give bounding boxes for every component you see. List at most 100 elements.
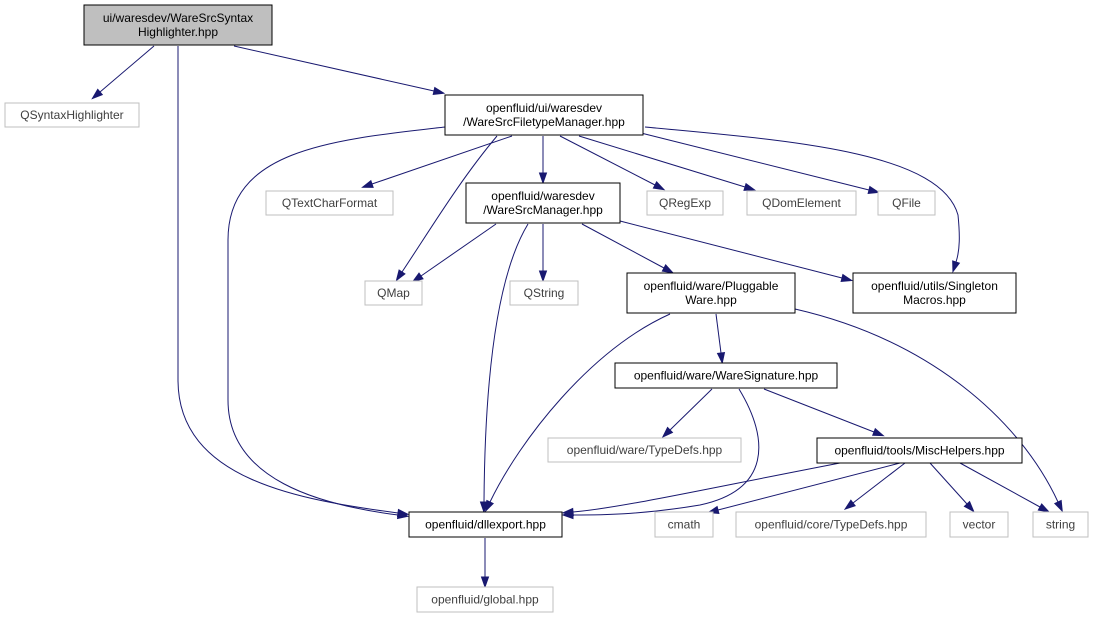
node-qdom: QDomElement [746,190,857,216]
edge-arrowhead [843,499,856,511]
node-label: QMap [377,286,410,300]
node-label: QDomElement [762,196,841,210]
edge-line [401,135,498,273]
node-box [364,280,423,306]
node-box [746,190,857,216]
node-qtextchar: QTextCharFormat [265,190,394,216]
node-box [877,190,936,216]
edge-line [578,135,746,188]
edge-line [644,126,960,263]
edge-arrowhead [963,500,975,513]
edge-line [929,462,968,505]
node-label: openfluid/ware/TypeDefs.hpp [567,443,723,457]
edge-pluggable-to-string [794,308,1063,513]
edge-arrowhead [411,272,424,283]
node-qsyntax: QSyntaxHighlighter [4,102,140,128]
edge-arrowhead [952,260,961,273]
node-label: QTextCharFormat [282,196,378,210]
edge-line [581,223,665,269]
edge-arrowhead [91,88,104,100]
edge-line [572,388,760,516]
node-label: openfluid/ware/WareSignature.hpp [634,369,819,383]
node-box [735,511,927,538]
node-label: QRegExp [659,196,711,210]
node-box [265,190,394,216]
edge-line [794,308,1059,503]
edge-mischelpers-to-vector [929,462,975,513]
edge-line [572,462,841,513]
node-signature[interactable]: openfluid/ware/WareSignature.hpp [614,362,838,389]
node-label: openfluid/tools/MiscHelpers.hpp [834,444,1004,458]
edge-line [420,223,497,277]
edge-line [959,462,1041,508]
node-box [949,511,1009,538]
edge-arrowhead [538,270,548,283]
node-label: Highlighter.hpp [138,25,218,39]
edge-line [177,46,399,514]
node-box [1032,511,1089,538]
edge-srcmgr-to-dllexport [479,223,529,514]
edge-line [763,388,875,433]
node-box [509,280,579,306]
edge-line [619,220,843,279]
edge-arrowhead [432,86,446,95]
node-label: openfluid/core/TypeDefs.hpp [755,518,908,532]
edge-arrowhead [867,185,881,194]
edge-arrowhead [840,273,854,282]
edge-line [715,313,722,354]
edge-line [227,126,446,516]
node-global: openfluid/global.hpp [416,586,554,613]
edge-mischelpers-to-coretypedefs [843,462,906,511]
edge-arrowhead [561,507,574,517]
node-label: /WareSrcFiletypeManager.hpp [463,115,625,129]
edge-line [636,131,870,191]
node-waretypedefs: openfluid/ware/TypeDefs.hpp [547,437,742,463]
node-label: Ware.hpp [685,293,737,307]
edge-arrowhead [480,576,490,589]
node-string: string [1032,511,1089,538]
node-box [465,182,621,224]
node-label: QString [524,286,565,300]
node-cmath: cmath [654,511,714,538]
node-label: openfluid/dllexport.hpp [425,518,546,532]
edge-line [717,462,901,511]
edge-srcmgr-to-singleton [619,220,854,282]
edge-arrowhead [396,510,410,520]
node-box [852,272,1017,314]
node-box [816,437,1023,464]
node-label: openfluid/ware/Pluggable [644,279,779,293]
node-ftmgr[interactable]: openfluid/ui/waresdev/WareSrcFiletypeMan… [444,94,644,136]
edge-arrowhead [872,427,885,437]
edge-ftmgr-to-dllexport [227,126,446,520]
node-label: vector [963,518,996,532]
node-label: ui/waresdev/WareSrcSyntax [103,11,253,25]
node-box [646,190,724,216]
node-label: /WareSrcManager.hpp [483,203,603,217]
edge-arrowhead [484,499,495,513]
node-mischelpers[interactable]: openfluid/tools/MiscHelpers.hpp [816,437,1023,464]
edge-ftmgr-to-qmap [395,135,498,282]
node-label: openfluid/global.hpp [431,593,539,607]
edge-arrowhead [743,182,757,191]
edge-arrowhead [716,351,726,365]
node-qfile: QFile [877,190,936,216]
edge-line [371,135,513,185]
node-dllexport[interactable]: openfluid/dllexport.hpp [408,511,563,538]
node-box [654,511,714,538]
edge-arrowhead [361,179,374,188]
edge-root-to-ftmgr [233,45,446,95]
node-label: openfluid/ui/waresdev [486,101,602,115]
edge-line [483,223,529,503]
edge-srcmgr-to-pluggable [581,223,675,274]
edge-arrowhead [1037,503,1051,513]
edge-srcmgr-to-qmap [411,223,497,283]
graph-nodes: ui/waresdev/WareSrcSyntaxHighlighter.hpp… [4,4,1089,613]
node-srcmgr[interactable]: openfluid/waresdev/WareSrcManager.hpp [465,182,621,224]
edge-line [559,135,656,186]
edge-ftmgr-to-singleton [644,126,961,273]
edge-line [852,462,906,504]
node-vector: vector [949,511,1009,538]
